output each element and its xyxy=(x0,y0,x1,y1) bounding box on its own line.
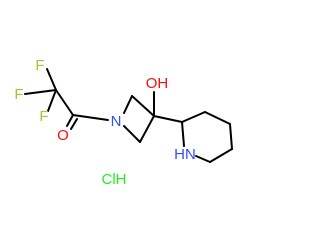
atom-f-left: F xyxy=(14,86,23,103)
atom-nitrogen-piperidine: HN xyxy=(174,146,196,163)
atom-hydroxyl: OH xyxy=(146,75,169,92)
bonds xyxy=(24,68,233,163)
atom-f-lower: F xyxy=(39,108,48,125)
atom-oxygen: O xyxy=(57,127,69,144)
salt-hydrochloride: ClH xyxy=(102,171,127,188)
bond-n-ring-bottom xyxy=(123,125,141,143)
bond-c-f-top xyxy=(46,68,57,91)
chemical-structure: F F F O N OH HN ClH xyxy=(14,57,233,188)
bond-ring-bottom-quaternary xyxy=(139,115,155,143)
bond-pip-c4-c5 xyxy=(229,123,233,150)
bond-n-ring-top xyxy=(123,95,133,114)
bond-carbonyl-oxygen-a xyxy=(66,114,74,127)
atom-labels: F F F O N OH HN ClH xyxy=(14,57,195,188)
bond-ring-top-quaternary xyxy=(131,95,155,117)
bond-cf3-carbonyl xyxy=(55,89,74,116)
bond-c-f-left xyxy=(24,89,57,95)
bond-pip-c2-c3 xyxy=(181,111,206,123)
atom-nitrogen-azetidine: N xyxy=(111,113,122,130)
bond-carbonyl-n xyxy=(72,114,109,121)
bond-carbonyl-oxygen-b xyxy=(70,118,78,130)
bond-pip-c6-n xyxy=(195,155,211,163)
atom-f-top: F xyxy=(35,57,44,74)
bond-pip-c5-c6 xyxy=(209,148,233,163)
bond-quaternary-piperidine xyxy=(153,115,183,123)
bond-c-f-lower xyxy=(47,89,57,112)
bond-pip-c3-c4 xyxy=(204,111,231,125)
bond-pip-n-c2 xyxy=(181,121,185,147)
